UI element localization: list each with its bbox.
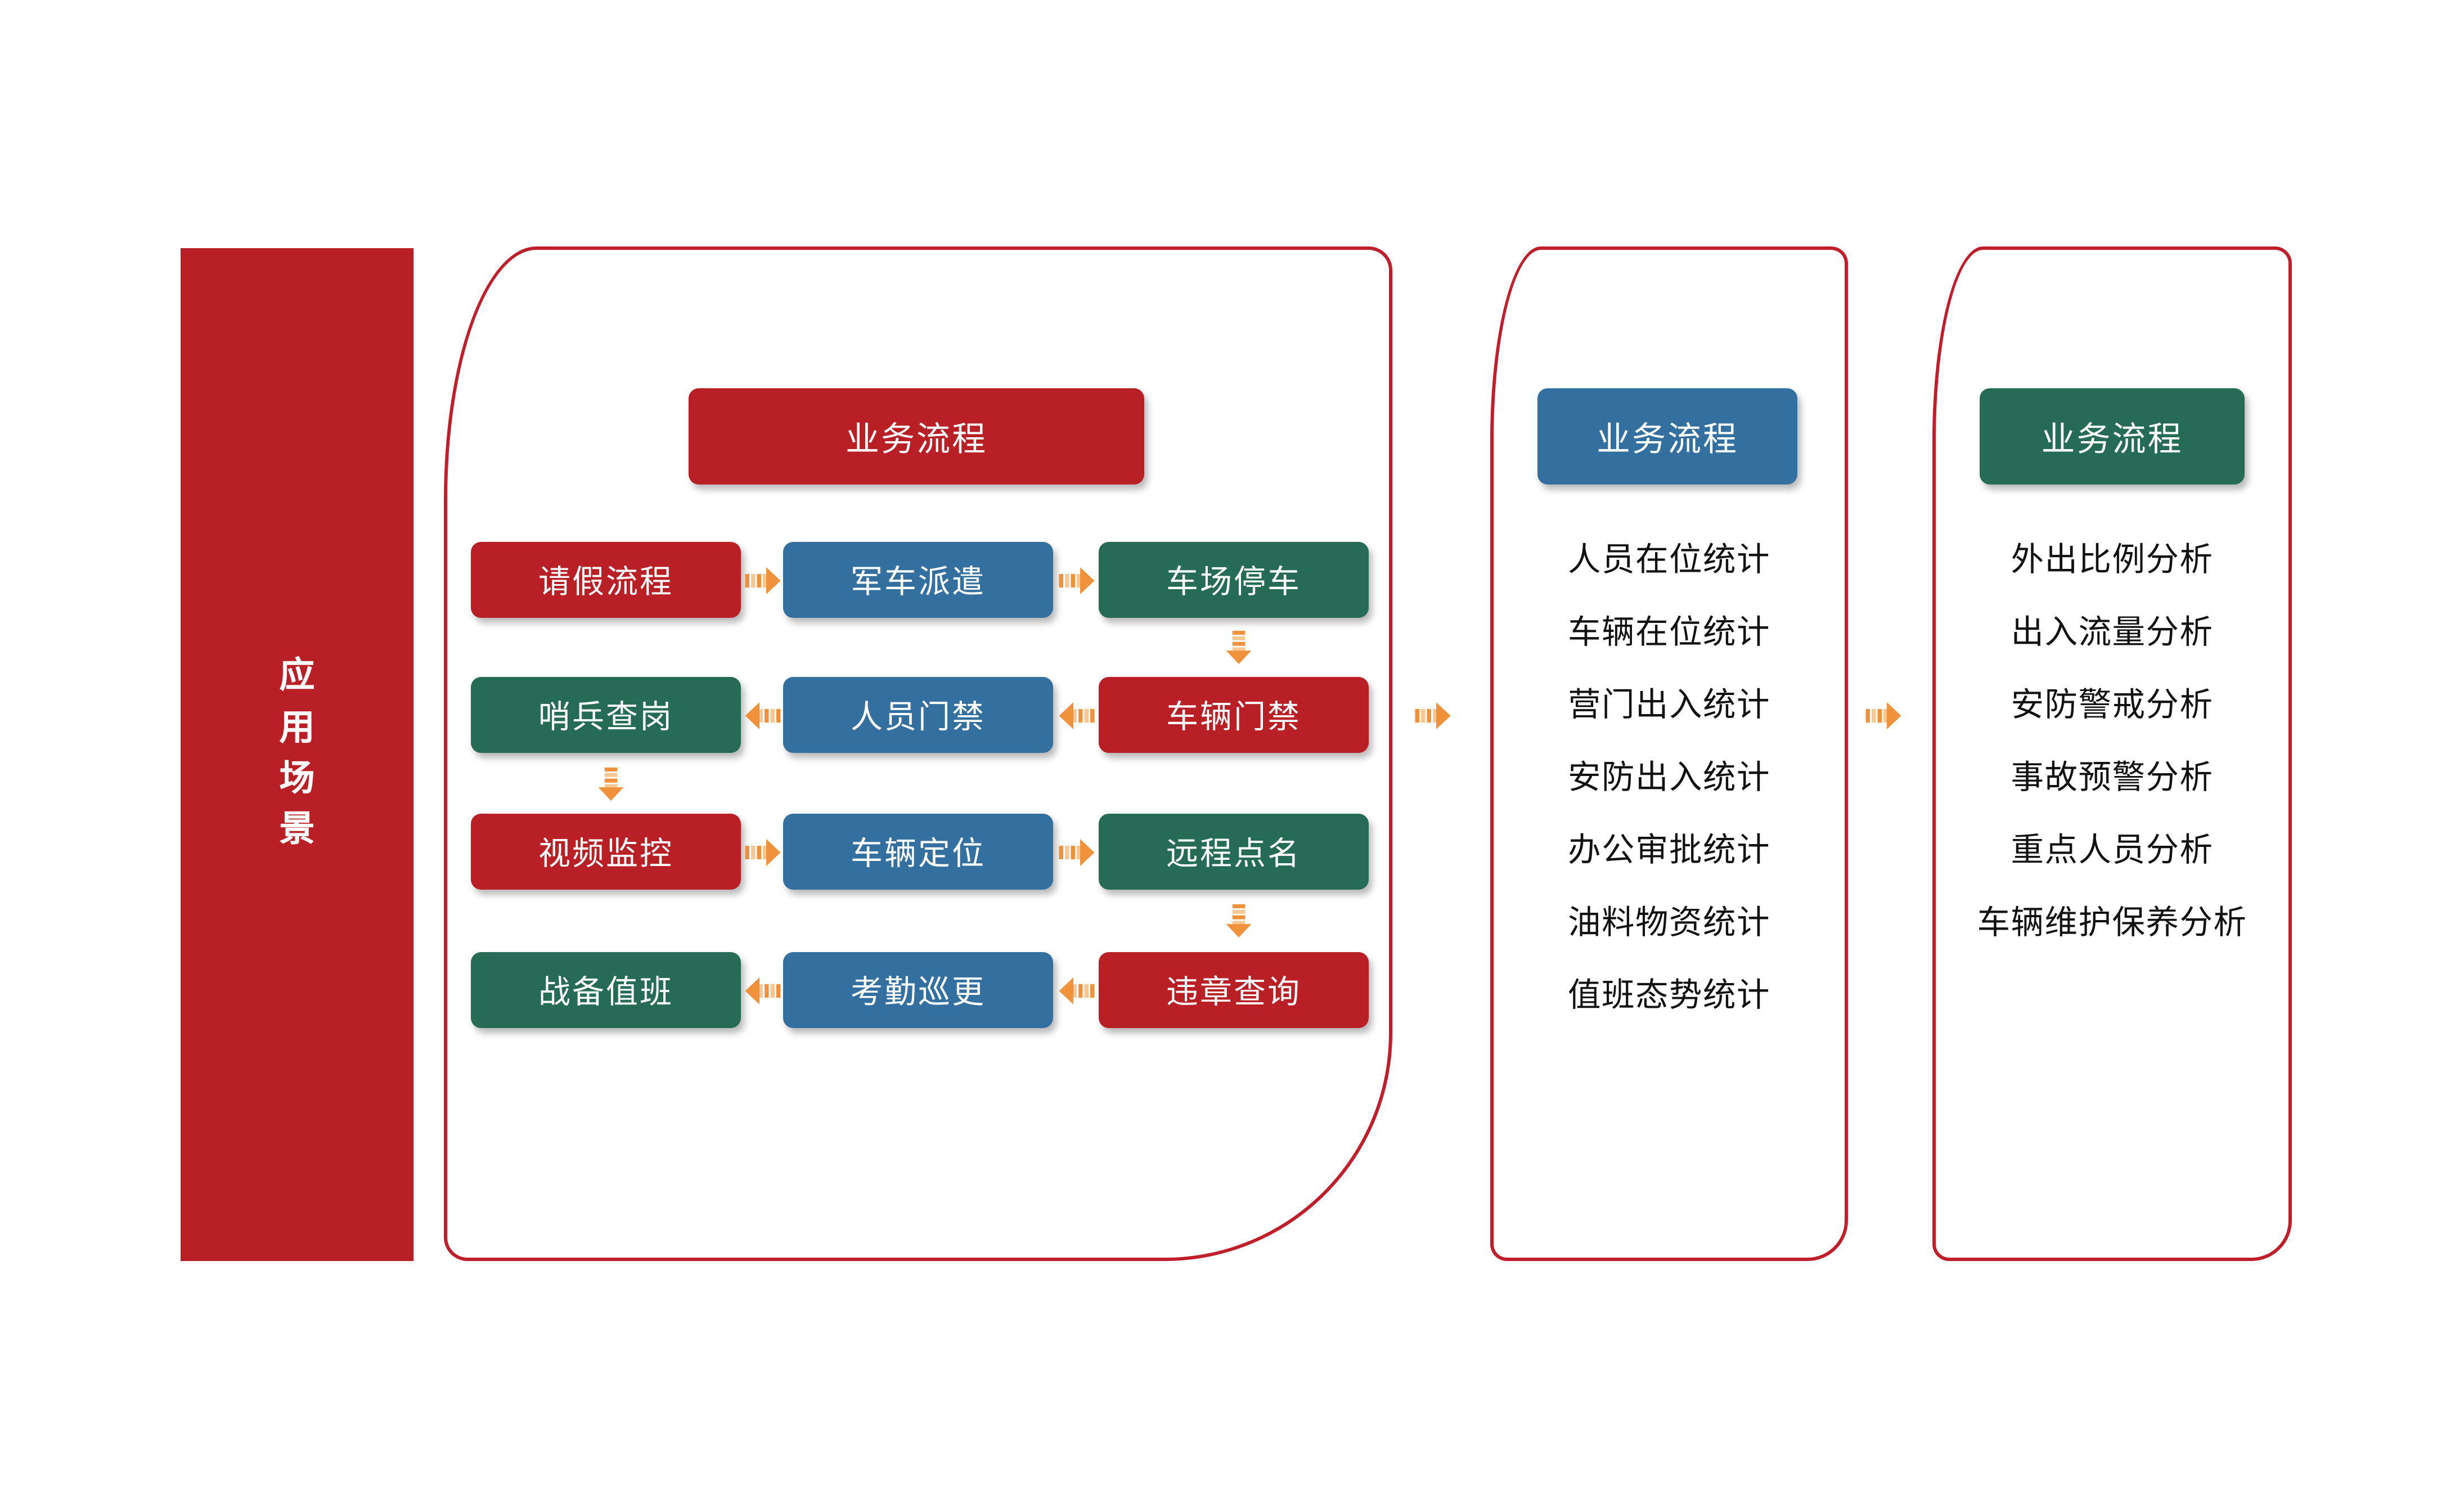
analysis-item: 安防警戒分析 bbox=[2011, 687, 2214, 724]
arrow-right-icon bbox=[1058, 838, 1095, 865]
stats-item: 值班态势统计 bbox=[1567, 977, 1770, 1015]
arrow-left-icon bbox=[1058, 976, 1095, 1004]
process-node: 视频监控 bbox=[471, 814, 741, 890]
arrow-left-icon bbox=[744, 701, 781, 729]
arrow-right-icon bbox=[1058, 566, 1095, 594]
arrow-right-icon bbox=[1414, 702, 1451, 729]
stats-item: 车辆在位统计 bbox=[1567, 614, 1770, 652]
process-node: 哨兵查岗 bbox=[471, 677, 741, 753]
process-node: 人员门禁 bbox=[783, 677, 1053, 753]
arrow-down-icon bbox=[1221, 904, 1255, 938]
process-node: 战备值班 bbox=[471, 952, 741, 1028]
analysis-list: 外出比例分析 出入流量分析 安防警戒分析 事故预警分析 重点人员分析 车辆维护保… bbox=[1932, 520, 2292, 955]
analysis-item: 外出比例分析 bbox=[2011, 542, 2214, 579]
arrow-right-icon bbox=[744, 838, 781, 865]
stats-item: 油料物资统计 bbox=[1567, 905, 1770, 942]
stats-header-badge: 业务流程 bbox=[1537, 388, 1797, 484]
scenario-sidebar: 应用场景 bbox=[181, 248, 413, 1261]
analysis-item: 事故预警分析 bbox=[2011, 760, 2214, 797]
process-node: 远程点名 bbox=[1099, 814, 1369, 890]
stats-item: 营门出入统计 bbox=[1567, 687, 1770, 724]
process-node: 车辆定位 bbox=[783, 814, 1053, 890]
stats-item: 人员在位统计 bbox=[1567, 542, 1770, 579]
analysis-item: 车辆维护保养分析 bbox=[1977, 905, 2247, 942]
process-header-badge: 业务流程 bbox=[689, 388, 1144, 484]
arrow-left-icon bbox=[1058, 701, 1095, 729]
analysis-item: 出入流量分析 bbox=[2011, 614, 2214, 652]
scenario-sidebar-title: 应用场景 bbox=[279, 657, 315, 850]
analysis-item: 重点人员分析 bbox=[2011, 832, 2214, 869]
process-node: 车场停车 bbox=[1099, 542, 1369, 618]
process-node: 车辆门禁 bbox=[1099, 677, 1369, 753]
arrow-down-icon bbox=[1221, 630, 1255, 665]
stats-list: 人员在位统计 车辆在位统计 营门出入统计 安防出入统计 办公审批统计 油料物资统… bbox=[1490, 520, 1848, 1028]
process-node: 军车派遣 bbox=[783, 542, 1053, 618]
arrow-right-icon bbox=[744, 566, 781, 594]
process-node: 请假流程 bbox=[471, 542, 741, 618]
arrow-down-icon bbox=[593, 766, 627, 800]
arrow-left-icon bbox=[744, 976, 781, 1004]
process-node: 考勤巡更 bbox=[783, 952, 1053, 1028]
stats-item: 安防出入统计 bbox=[1567, 760, 1770, 797]
arrow-right-icon bbox=[1865, 702, 1902, 729]
process-node: 违章查询 bbox=[1099, 952, 1369, 1028]
analysis-header-badge: 业务流程 bbox=[1980, 388, 2245, 484]
stats-item: 办公审批统计 bbox=[1567, 832, 1770, 869]
